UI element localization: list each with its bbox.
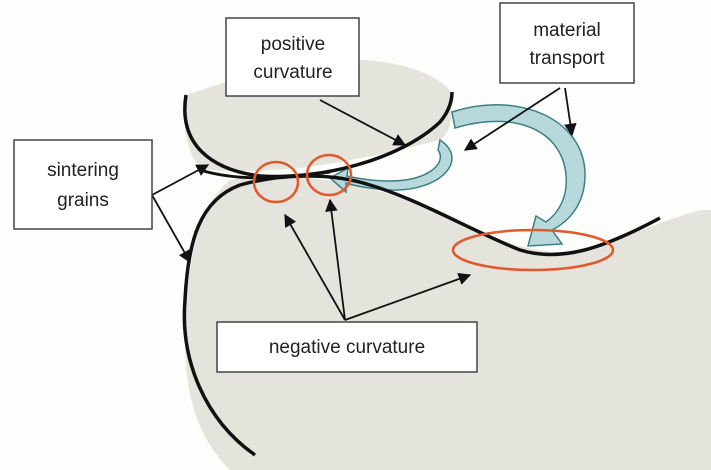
material-label-line2: transport (530, 48, 606, 69)
label-positive-curvature: positive curvature (226, 18, 359, 96)
label-material-transport: material transport (500, 3, 634, 83)
label-negative-curvature: negative curvature (217, 322, 477, 372)
positive-label-line1: positive (261, 34, 325, 55)
positive-label-line2: curvature (253, 62, 332, 83)
sintering-label-line1: sintering (47, 160, 119, 181)
arrow-transport-to-surface (565, 88, 572, 135)
label-sintering-grains: sintering grains (14, 140, 152, 229)
transport-arrow-large (452, 105, 585, 246)
arrow-grains-upper (152, 165, 208, 195)
sintering-label-line2: grains (57, 190, 109, 211)
material-label-line1: material (533, 20, 601, 41)
arrow-grains-lower (152, 195, 190, 262)
negative-label: negative curvature (269, 337, 425, 358)
